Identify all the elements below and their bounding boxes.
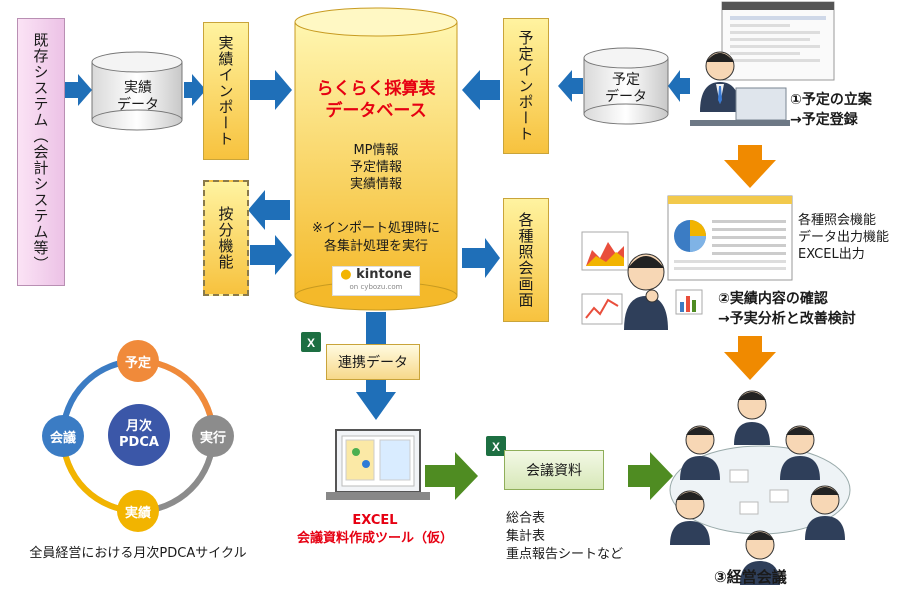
step2-line1: ②実績内容の確認 <box>718 291 828 307</box>
database-cylinder <box>294 7 458 311</box>
excel-icon-linked-data: X <box>301 332 321 352</box>
pdca-actual-label: 実績 <box>124 505 151 521</box>
materials-item: 総合表 <box>506 511 546 526</box>
database-title-line1: らくらく採算表 <box>316 79 436 99</box>
svg-text:X: X <box>307 336 315 350</box>
step2-text: ②実績内容の確認 →予実分析と改善検討 <box>718 289 856 329</box>
features-list: 各種照会機能 データ出力機能 EXCEL出力 <box>798 212 889 263</box>
linked-data-label: 連携データ <box>338 355 408 371</box>
linked-data-box: 連携データ <box>326 344 420 380</box>
meeting-materials-label: 会議資料 <box>526 463 582 479</box>
plan-import-box: 予定インポート <box>503 18 549 154</box>
allocation-label: 按分機能 <box>216 206 235 270</box>
plan-data-label: 予定 データ <box>605 72 647 105</box>
kintone-logo-word: kintone <box>356 267 412 282</box>
database-note-line2: 各集計処理を実行 <box>323 239 428 254</box>
step2-line2: →予実分析と改善検討 <box>718 311 856 327</box>
step3-text: ③経営会議 <box>714 568 787 586</box>
excel-tool-laptop-illustration <box>326 429 430 500</box>
step1-line1: ①予定の立案 <box>790 92 872 108</box>
actual-data-cylinder <box>91 51 183 131</box>
allocation-box: 按分機能 <box>203 180 249 296</box>
excel-tool-label: EXCEL 会議資料作成ツール（仮） <box>270 512 480 548</box>
pdca-center-line1: 月次 <box>125 419 152 434</box>
step1-line2: →予定登録 <box>790 112 858 128</box>
actual-data-label: 実績 データ <box>117 80 159 113</box>
chart-icons <box>581 231 703 325</box>
kintone-logo-text: ● kintone <box>333 267 419 283</box>
feature-item: データ出力機能 <box>798 230 890 245</box>
planner-person-illustration <box>690 51 790 126</box>
excel-tool-line1: EXCEL <box>352 513 398 528</box>
pdca-caption: 全員経営における月次PDCAサイクル <box>29 546 247 561</box>
feature-item: 各種照会機能 <box>798 213 877 228</box>
kintone-logo: ● kintone on cybozu.com <box>332 266 420 296</box>
pdca-center: 月次 PDCA <box>108 404 170 466</box>
kintone-logo-icon: ● <box>340 267 352 282</box>
database-info-item: MP情報 <box>353 143 399 158</box>
meeting-materials-box: 会議資料 <box>504 450 604 490</box>
database-note: ※インポート処理時に 各集計処理を実行 <box>298 220 454 256</box>
pdca-execute-label: 実行 <box>199 430 226 446</box>
svg-text:X: X <box>492 440 500 454</box>
actual-import-label: 実績インポート <box>216 35 235 147</box>
pdca-actual-node: 実績 <box>117 490 159 532</box>
meeting-illustration <box>669 390 851 585</box>
database-title: らくらく採算表 データベース <box>298 78 454 122</box>
materials-list: 総合表 集計表 重点報告シートなど <box>506 510 623 564</box>
feature-item: EXCEL出力 <box>798 247 865 262</box>
database-title-line2: データベース <box>325 101 427 121</box>
analyst-person-illustration <box>624 253 668 330</box>
pdca-execute-node: 実行 <box>192 415 234 457</box>
legacy-system-box: 既存システム（会計システム等） <box>17 18 65 286</box>
pdca-center-line2: PDCA <box>119 435 159 450</box>
reference-screens-box: 各種照会画面 <box>503 198 549 322</box>
database-note-line1: ※インポート処理時に <box>312 221 440 236</box>
legacy-system-label: 既存システム（会計システム等） <box>31 32 50 272</box>
actual-import-box: 実績インポート <box>203 22 249 160</box>
report-screen-thumbnail <box>667 195 793 281</box>
pdca-meeting-label: 会議 <box>49 430 76 446</box>
pdca-meeting-node: 会議 <box>42 415 84 457</box>
orange-arrows <box>724 145 776 380</box>
database-info-item: 予定情報 <box>349 160 402 175</box>
materials-item: 集計表 <box>506 529 546 544</box>
green-arrows <box>425 452 673 500</box>
database-info-item: 実績情報 <box>349 177 402 192</box>
excel-icon-meeting-materials: X <box>486 436 506 456</box>
plan-screen-thumbnail <box>721 1 835 81</box>
pdca-plan-node: 予定 <box>117 340 159 382</box>
materials-item: 重点報告シートなど <box>506 547 624 562</box>
reference-screens-label: 各種照会画面 <box>516 212 535 308</box>
database-info-list: MP情報 予定情報 実績情報 <box>298 142 454 193</box>
kintone-logo-sub: on cybozu.com <box>349 283 403 291</box>
plan-import-label: 予定インポート <box>516 30 535 142</box>
excel-tool-line2: 会議資料作成ツール（仮） <box>296 531 453 546</box>
step1-text: ①予定の立案 →予定登録 <box>790 90 872 130</box>
pdca-plan-label: 予定 <box>124 355 151 371</box>
